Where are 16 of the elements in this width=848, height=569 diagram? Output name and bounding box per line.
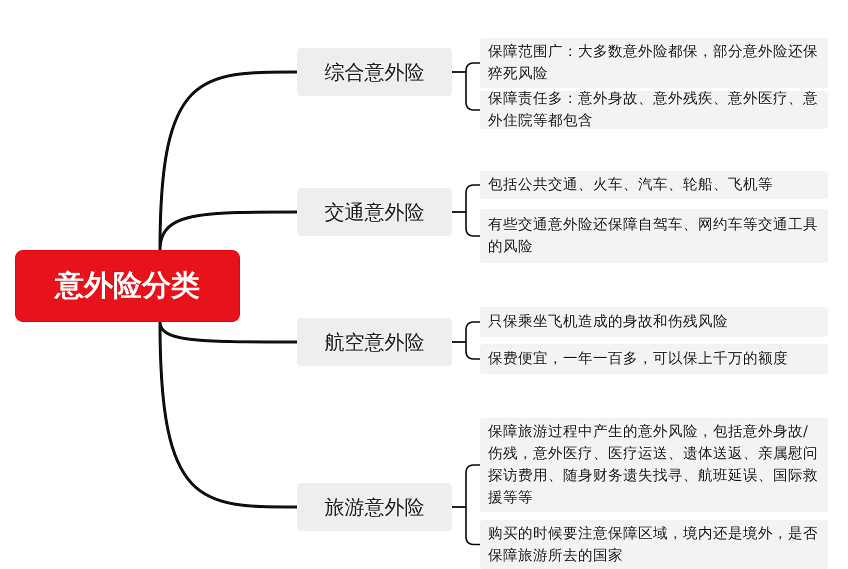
branch-curve: [158, 322, 297, 508]
branch-curve: [158, 322, 297, 344]
detail-note: 包括公共交通、火车、汽车、轮船、飞机等: [480, 171, 828, 199]
detail-note: 保费便宜，一年一百多，可以保上千万的额度: [480, 344, 828, 374]
branch-topic: 综合意外险: [297, 48, 452, 96]
branch-topic: 航空意外险: [297, 318, 452, 366]
detail-note: 保障责任多：意外身故、意外残疾、意外医疗、意外住院等都包含: [480, 91, 828, 129]
detail-note: 购买的时候要注意保障区域，境内还是境外，是否保障旅游所去的国家: [480, 520, 828, 569]
root-topic: 意外险分类: [15, 250, 240, 322]
detail-note: 只保乘坐飞机造成的身故和伤残风险: [480, 307, 828, 337]
detail-note: 保障旅游过程中产生的意外风险，包括意外身故/伤残，意外医疗、医疗运送、遗体送返、亲属慰问探访费用、随身财务遗失找寻、航班延误、国际救援等等: [480, 418, 828, 512]
branch-curve: [158, 210, 297, 250]
branch-topic: 旅游意外险: [297, 483, 452, 531]
detail-note: 保障范围广：大多数意外险都保，部分意外险还保猝死风险: [480, 38, 828, 88]
detail-note: 有些交通意外险还保障自驾车、网约车等交通工具的风险: [480, 209, 828, 263]
branch-topic: 交通意外险: [297, 188, 452, 236]
